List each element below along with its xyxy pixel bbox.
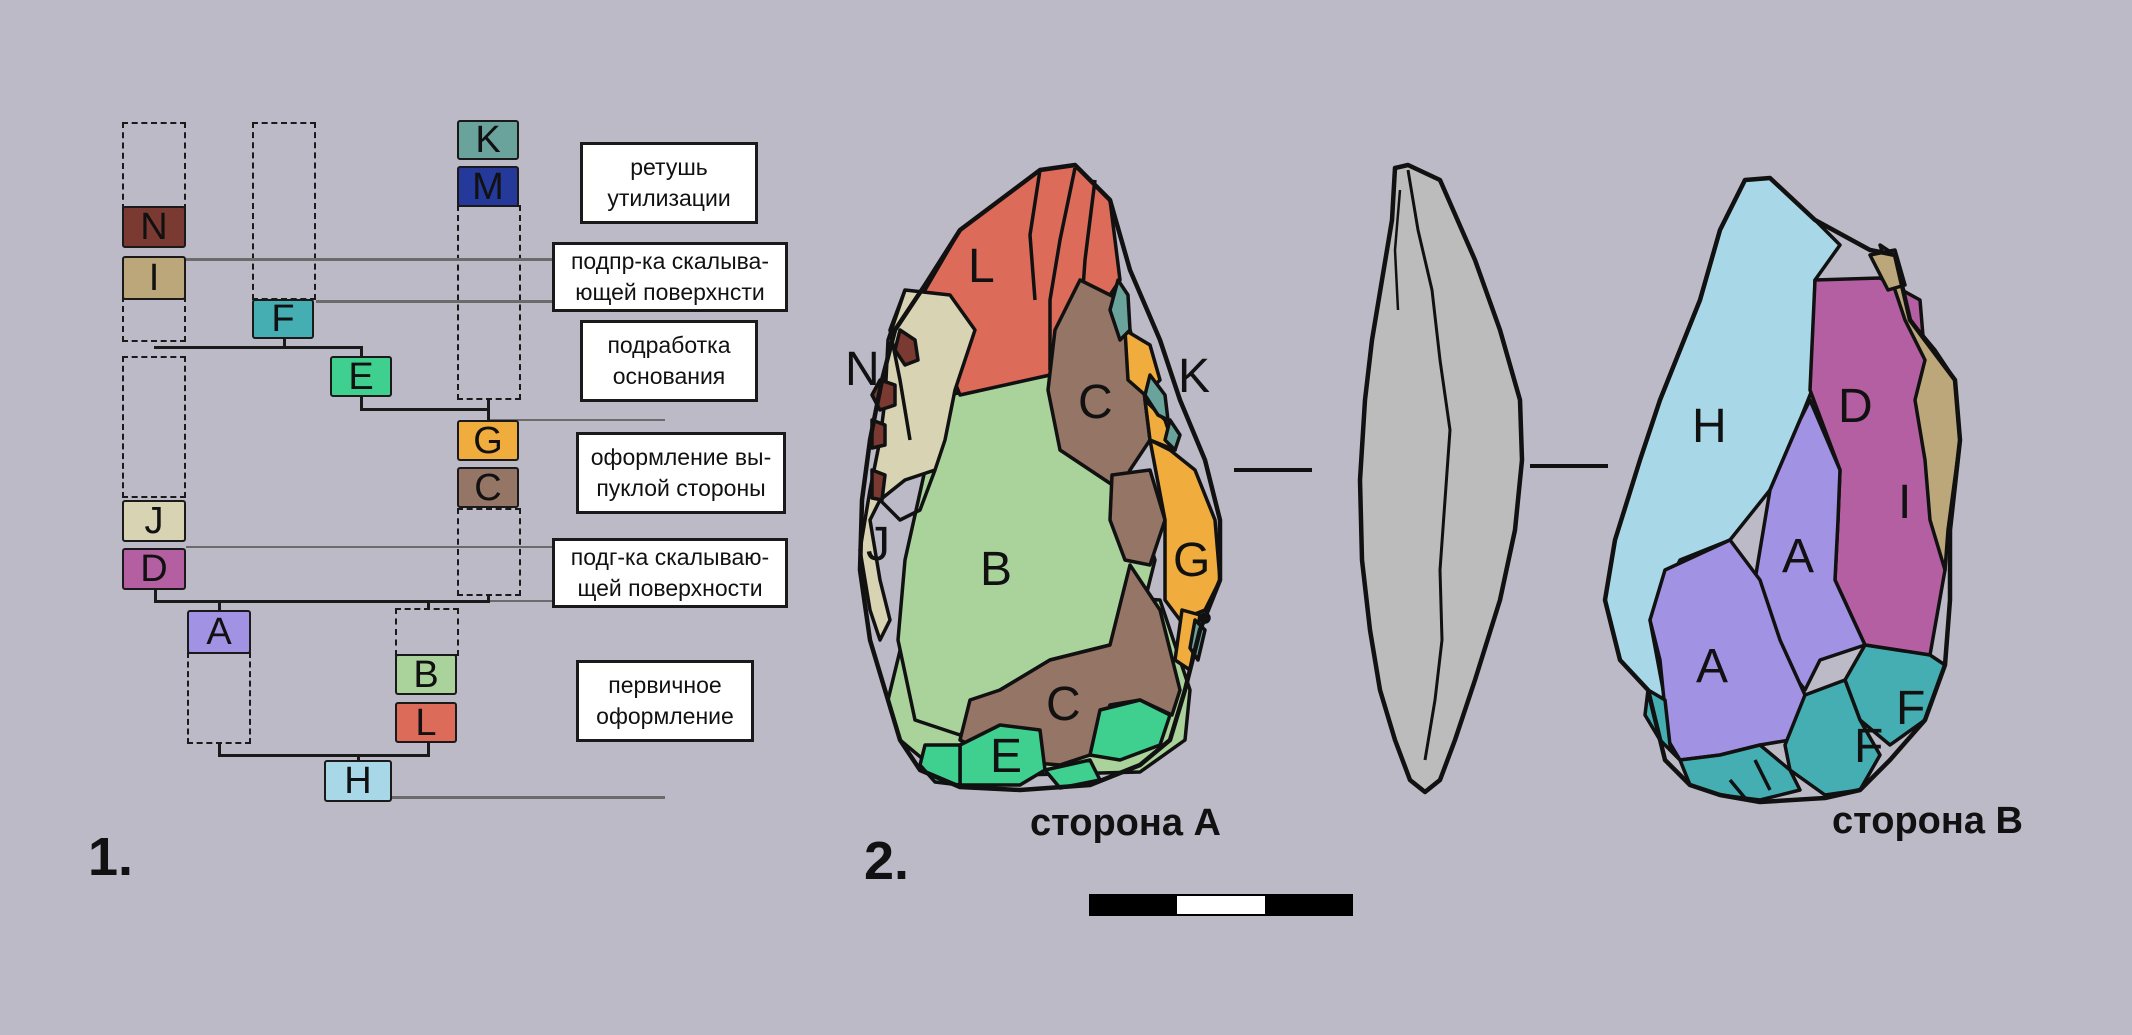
- connector-a-down: [218, 742, 221, 756]
- connector-e-down: [360, 397, 363, 411]
- node-f: F: [252, 299, 314, 339]
- scar-n-4: [870, 468, 887, 502]
- connector-f-level: [316, 300, 554, 303]
- connector-a-up: [218, 600, 221, 612]
- stage-label-3: подработка основания: [580, 320, 758, 402]
- stage-label-1: ретушь утилизации: [580, 142, 758, 224]
- node-l: L: [395, 702, 457, 743]
- scar-k-2: [1143, 373, 1170, 422]
- connector-g-up: [487, 398, 490, 422]
- profile-outline: [1357, 162, 1525, 795]
- node-e: E: [330, 356, 392, 397]
- node-k: K: [457, 120, 519, 160]
- side-a-scars: [857, 162, 1223, 793]
- connector-l-down: [427, 743, 430, 757]
- side-a-label-n: N: [845, 343, 880, 396]
- node-i: I: [122, 256, 186, 300]
- stage-label-2: подпр-ка скалыва- ющей поверхнсти: [552, 242, 788, 312]
- side-b-label-a-lower: A: [1696, 640, 1728, 693]
- profile-ridge-2: [1393, 189, 1402, 311]
- scar-e-2: [1088, 698, 1172, 762]
- node-m: M: [457, 166, 519, 207]
- connector-if: [154, 346, 286, 349]
- node-b: B: [395, 654, 457, 695]
- side-b-label-d: D: [1838, 380, 1873, 433]
- connector-h-up: [357, 754, 360, 764]
- connector-g-level: [490, 419, 665, 421]
- diagram-number-2: 2.: [864, 831, 910, 891]
- side-b-label-i: I: [1898, 476, 1911, 529]
- connector-h-level: [392, 796, 665, 799]
- side-b-label-f-right: F: [1896, 682, 1925, 735]
- connector-c-level: [490, 600, 554, 602]
- scar-k-1: [1108, 278, 1132, 342]
- node-n: N: [122, 206, 186, 248]
- connector-c-down: [487, 594, 490, 602]
- connector-d-level: [186, 546, 554, 548]
- caption-side-b: сторона B: [1832, 800, 2023, 842]
- connector-f-down: [283, 332, 286, 348]
- side-a-label-j: J: [866, 518, 890, 571]
- side-a-label-e: E: [990, 730, 1022, 783]
- connector-d-down: [154, 588, 157, 602]
- stage-label-5: подг-ка скалываю- щей поверхности: [552, 538, 788, 608]
- side-b-label-a-upper: A: [1782, 530, 1814, 583]
- connector-da: [154, 600, 490, 603]
- node-g: G: [457, 420, 519, 461]
- side-a-label-k: K: [1178, 350, 1210, 403]
- scar-n-1: [893, 328, 920, 367]
- profile-ridge: [1406, 169, 1452, 761]
- node-a: A: [187, 610, 251, 654]
- side-b-label-h: H: [1692, 400, 1727, 453]
- node-d: D: [122, 548, 186, 590]
- caption-side-a: сторона A: [1030, 802, 1221, 844]
- connector-i-level: [186, 258, 554, 261]
- side-a-label-c-lower: C: [1046, 678, 1081, 731]
- dashed-column-left-lower: [122, 356, 186, 498]
- connector-fe: [283, 346, 363, 349]
- node-c: C: [457, 467, 519, 508]
- node-h: H: [324, 760, 392, 802]
- side-b-label-f-left: F: [1854, 720, 1883, 773]
- side-a-label-b: B: [980, 543, 1012, 596]
- side-b-outline: [1602, 175, 1963, 805]
- diagram-number-1: 1.: [88, 827, 134, 887]
- side-a-label-c-upper: C: [1078, 376, 1113, 429]
- stage-label-6: первичное оформление: [576, 660, 754, 742]
- stage-label-4: оформление вы- пуклой стороны: [576, 432, 786, 514]
- scar-k-3: [1163, 418, 1182, 452]
- side-b-scars: [1602, 175, 1963, 805]
- side-a-outline: [857, 162, 1223, 793]
- side-a-label-g: G: [1173, 534, 1210, 587]
- connector-ab: [218, 754, 430, 757]
- side-a-label-l: L: [968, 240, 995, 293]
- scar-c-mid: [1108, 468, 1167, 567]
- node-j: J: [122, 500, 186, 542]
- connector-eg: [360, 408, 490, 411]
- connector-e-up: [360, 346, 363, 358]
- connector-b-up: [427, 600, 430, 610]
- scale-bar: [1089, 894, 1353, 916]
